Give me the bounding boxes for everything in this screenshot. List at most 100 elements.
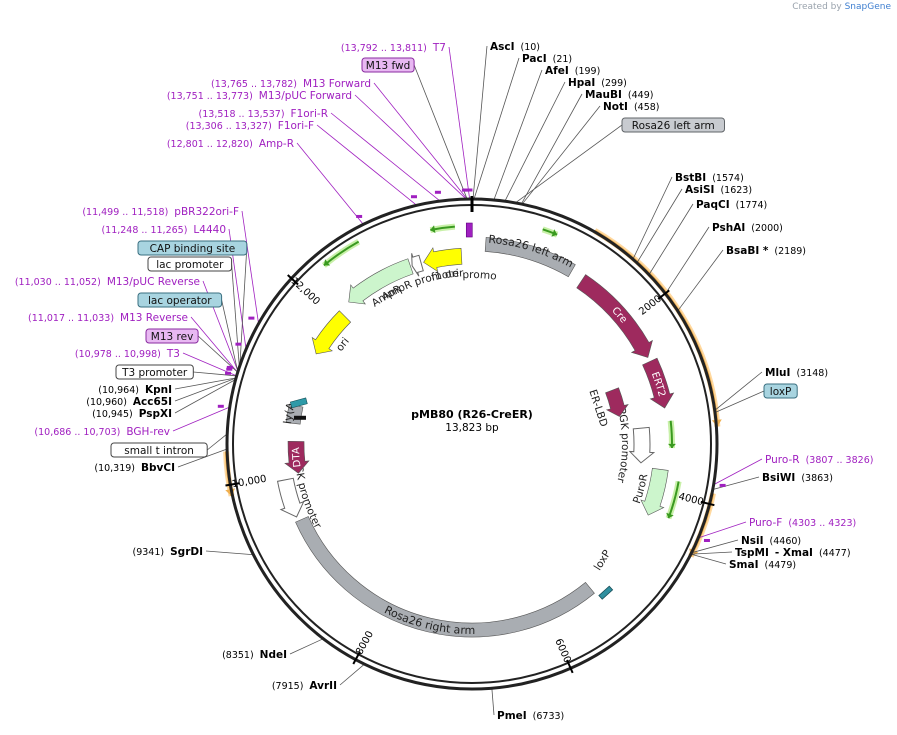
branding-product: SnapGene	[844, 2, 891, 12]
tick-mark-6000	[566, 659, 574, 674]
enzyme-sgrdi-leader	[205, 550, 253, 556]
primer-f1ori-f-label: (13,306 .. 13,327)F1ori-F	[186, 120, 314, 132]
tick-mark-12-000	[287, 274, 299, 286]
enzyme-pmei-leader	[491, 689, 495, 716]
primer-puro-r-site	[719, 483, 726, 487]
enzyme-asisi-label: AsiSI(1623)	[685, 184, 752, 196]
boxed-label-m13-rev-11025-leader	[197, 335, 238, 372]
enzyme-paqci-label: PaqCI(1774)	[696, 199, 767, 211]
boxed-label-rosa26-left-arm-400-leader	[516, 124, 623, 203]
enzyme-paci-leader	[473, 57, 520, 199]
enzyme-pspxi-label: (10,945)PspXI	[92, 408, 172, 420]
enzyme-maubi-leader	[521, 93, 583, 204]
enzyme-bstbi-leader	[633, 176, 673, 259]
enzyme-maubi-label: MauBI(449)	[585, 89, 653, 101]
inner-orf-arrowhead-0	[430, 225, 436, 234]
enzyme-mlui-label: MluI(3148)	[765, 367, 828, 379]
boxed-label-loxp-3170-text: loxP	[770, 386, 792, 398]
primer-m13-puc-forward-leader	[354, 94, 466, 199]
feature-label-loxp-6: loxP	[592, 548, 614, 573]
feature-pgk-promoter	[276, 477, 305, 518]
enzyme-bsabi-leader	[678, 249, 724, 311]
enzyme-afei-label: AfeI(199)	[545, 65, 600, 77]
boxed-label-loxp-3170-box	[763, 383, 798, 399]
primer-puro-r-leader	[714, 458, 763, 485]
boxed-label-m13-fwd-13776-text: M13 fwd	[366, 60, 411, 72]
boxed-label-lac-operator-11040-text: lac operator	[148, 295, 212, 307]
enzyme-pmei-label: PmeI(6733)	[497, 710, 564, 722]
enzyme-nsii-label: NsiI(4460)	[741, 535, 801, 547]
enzyme-smai-leader	[691, 553, 727, 565]
boxed-label-m13-fwd-13776-leader	[413, 64, 468, 199]
primer-puro-f-site	[703, 538, 710, 542]
inner-orf-arrowhead-2	[668, 443, 676, 449]
enzyme-acc65i-leader	[174, 378, 236, 402]
enzyme-smai-label: SmaI(4479)	[729, 559, 796, 571]
feature-dta	[284, 440, 310, 474]
enzyme-bsiwi-leader	[713, 476, 760, 490]
feature-label-f1-ori: f1 ori	[430, 268, 459, 284]
enzyme-asci-label: AscI(10)	[490, 41, 540, 53]
tick-mark-4000	[700, 500, 715, 507]
enzyme-hpai-label: HpaI(299)	[568, 77, 627, 89]
leader-lines-layer	[172, 45, 765, 716]
feature-pgk-promoter	[628, 426, 656, 464]
tick-label-12-000: 12,000	[288, 276, 321, 308]
primer-amp-r-leader	[296, 142, 363, 224]
primer-t7-label: (13,792 .. 13,811)T7	[341, 42, 446, 54]
primer-pbr322ori-f-leader	[241, 210, 259, 323]
enzyme-bbvci-label: (10,319)BbvCI	[94, 462, 175, 474]
enzyme-asisi-leader	[637, 188, 683, 263]
feature-rosa26-right-arm	[295, 516, 595, 638]
primer-l4440-site	[235, 342, 242, 346]
boxed-label-lac-operator-11040-box	[137, 292, 223, 308]
enzyme-mlui-leader	[715, 371, 763, 411]
boxed-label-small-t-intron-10450-box	[110, 442, 208, 458]
primer-amp-r-site	[356, 214, 363, 218]
enzyme-noti-leader	[522, 105, 601, 204]
feature-cre	[576, 274, 653, 358]
primer-puro-r-label: Puro-R(3807 .. 3826)	[765, 454, 873, 466]
primer-m13-forward-leader	[373, 82, 467, 199]
boxed-label-t3-promoter-10985-leader	[193, 371, 236, 377]
feature-small-t-intron-mark	[289, 397, 308, 409]
primer-pbr322ori-f-label: (11,499 .. 11,518)pBR322ori-F	[82, 206, 239, 218]
inner-orf-arrowhead-4	[323, 259, 331, 266]
primer-m13-puc-reverse-site	[226, 365, 233, 369]
enzyme-afei-leader	[493, 69, 543, 200]
feature-er-lbd	[605, 387, 629, 417]
feature-ori	[311, 310, 352, 355]
boxed-label-cap-binding-site-11115-box	[137, 240, 248, 256]
labels-layer: AscI(10)PacI(21)AfeI(199)HpaI(299)MauBI(…	[15, 41, 874, 722]
enzyme-bstbi-label: BstBI(1574)	[675, 172, 744, 184]
primer-t7-site	[466, 188, 473, 192]
boxed-label-lac-promoter-11090-leader	[231, 263, 240, 365]
boxed-label-m13-fwd-13776-box	[361, 57, 415, 73]
feature-label-pgk-promoter: PGK promoter	[614, 407, 631, 485]
primer-f1ori-f-leader	[316, 124, 417, 205]
primer-bgh-rev-label: (10,686 .. 10,703)BGH-rev	[34, 426, 170, 438]
enzyme-ndei-label: (8351)NdeI	[222, 649, 287, 661]
primer-f1ori-r-label: (13,518 .. 13,537)F1ori-R	[199, 108, 328, 120]
plasmid-name: pMB80 (R26-CreER)	[411, 408, 533, 421]
enzyme-pshai-label: PshAI(2000)	[712, 222, 783, 234]
feature-f1-ori	[423, 247, 463, 273]
enzyme-sgrdi-label: (9341)SgrDI	[133, 546, 203, 558]
feature-loxp-6	[598, 585, 614, 600]
primer-m13-puc-reverse-label: (11,030 .. 11,052)M13/pUC Reverse	[15, 276, 200, 288]
boxed-label-lac-promoter-11090-text: lac promoter	[156, 259, 224, 271]
tick-label-6000: 6000	[552, 637, 572, 665]
primer-puro-f-leader	[699, 521, 747, 538]
feature-bgh-black-mark	[293, 415, 306, 420]
tick-label-8000: 8000	[354, 629, 376, 657]
boxed-label-lac-operator-11040-leader	[221, 299, 238, 371]
enzyme-paqci-leader	[649, 203, 694, 274]
enzyme-bsabi-label: BsaBI *(2189)	[726, 245, 806, 257]
boxed-label-rosa26-left-arm-400-text: Rosa26 left arm	[632, 120, 715, 132]
primer-bgh-rev-site	[217, 404, 224, 408]
enzyme-bbvci-leader	[177, 449, 227, 468]
tick-mark-2000	[657, 289, 670, 300]
enzyme-nsii-leader	[692, 539, 739, 553]
enzyme-tspmi-leader	[691, 551, 733, 555]
enzyme-hpai-leader	[504, 81, 566, 201]
